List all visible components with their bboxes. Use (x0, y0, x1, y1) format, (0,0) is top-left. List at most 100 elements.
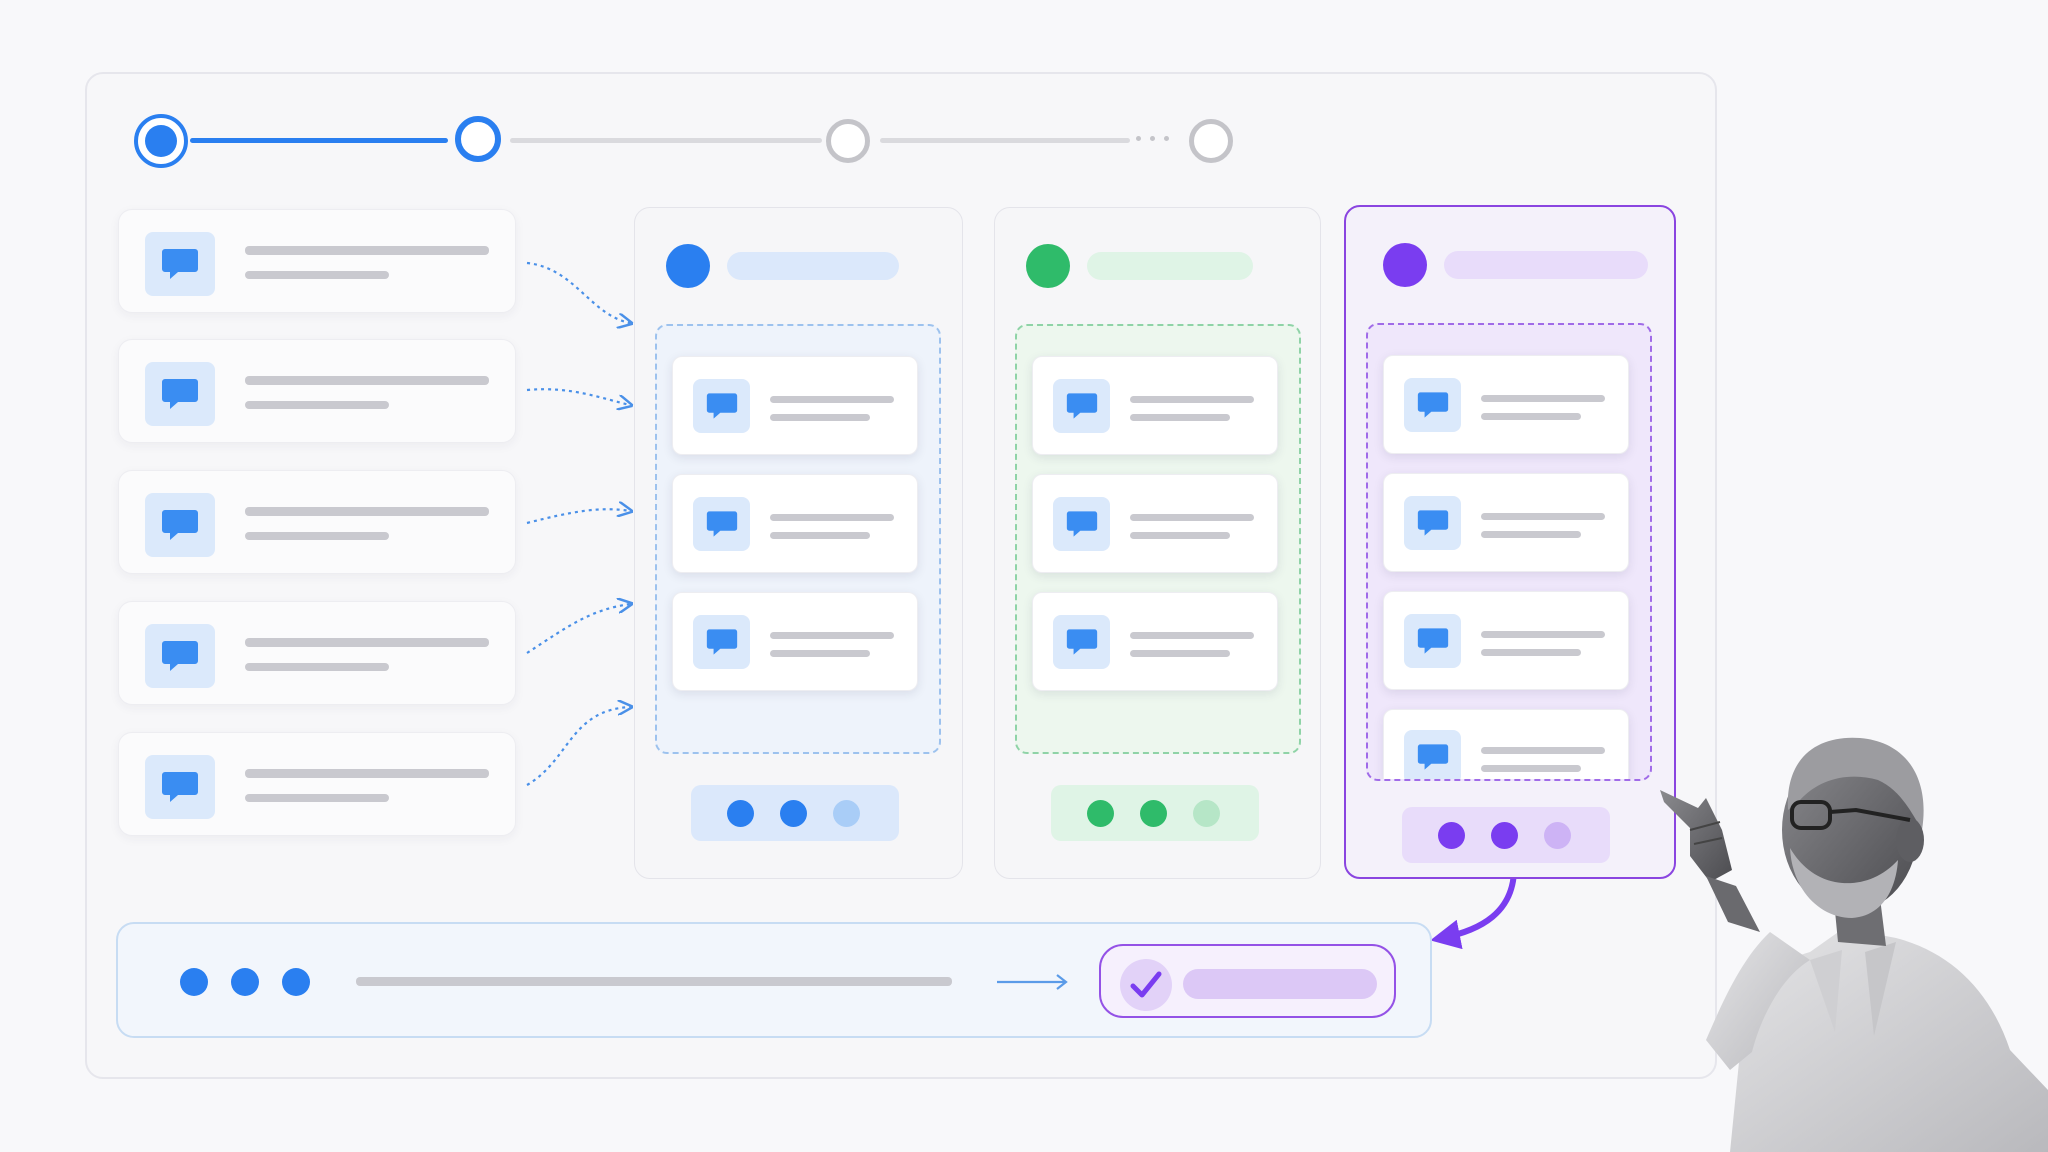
pagination-dot[interactable] (1438, 822, 1465, 849)
task-card[interactable] (1032, 356, 1278, 455)
source-card[interactable] (118, 339, 516, 443)
chat-bubble-icon (1053, 379, 1110, 433)
source-card[interactable] (118, 209, 516, 313)
placeholder-line (1481, 395, 1605, 402)
stage-title-placeholder (1087, 252, 1253, 280)
drop-zone[interactable] (1015, 324, 1301, 754)
placeholder-line (1130, 650, 1230, 657)
task-card[interactable] (1383, 355, 1629, 454)
chat-bubble-icon (693, 497, 750, 551)
placeholder-line (245, 376, 489, 385)
stage-column-blue[interactable] (634, 207, 963, 879)
source-card[interactable] (118, 470, 516, 574)
task-card[interactable] (1383, 591, 1629, 690)
placeholder-line (245, 638, 489, 647)
step-3[interactable] (826, 119, 870, 163)
chat-bubble-icon (1404, 496, 1461, 550)
drop-zone[interactable] (655, 324, 941, 754)
task-card[interactable] (1383, 709, 1629, 779)
checkmark-icon (1120, 959, 1172, 1011)
placeholder-line (245, 769, 489, 778)
placeholder-line (770, 632, 894, 639)
chat-bubble-icon (1053, 497, 1110, 551)
column-pagination[interactable] (1402, 807, 1610, 863)
placeholder-line (1481, 649, 1581, 656)
stage-title-placeholder (727, 252, 899, 280)
presenter-person-image (1660, 737, 2048, 1152)
task-card[interactable] (1032, 592, 1278, 691)
placeholder-line (1481, 513, 1605, 520)
pagination-dot[interactable] (1544, 822, 1571, 849)
flow-arrow (526, 388, 630, 405)
placeholder-line (245, 271, 389, 279)
chat-bubble-icon (145, 624, 215, 688)
stage-column-purple-selected[interactable] (1344, 205, 1676, 879)
chat-bubble-icon (1404, 730, 1461, 779)
step-4[interactable] (1189, 119, 1233, 163)
chat-bubble-icon (145, 755, 215, 819)
chat-bubble-icon (693, 615, 750, 669)
status-label-placeholder (1183, 969, 1377, 999)
placeholder-line (770, 414, 870, 421)
task-card[interactable] (672, 356, 918, 455)
step-2-current[interactable] (455, 116, 501, 162)
source-card[interactable] (118, 732, 516, 836)
summary-dot (282, 968, 310, 996)
stage-title-placeholder (1444, 251, 1648, 279)
pagination-dot[interactable] (1087, 800, 1114, 827)
stage-indicator-dot (1026, 244, 1070, 288)
placeholder-line (770, 532, 870, 539)
task-card[interactable] (1383, 473, 1629, 572)
chat-bubble-icon (145, 362, 215, 426)
stage-indicator-dot (666, 244, 710, 288)
placeholder-line (1130, 396, 1254, 403)
step-1-completed[interactable] (134, 114, 188, 168)
task-card[interactable] (1032, 474, 1278, 573)
drop-zone[interactable] (1366, 323, 1652, 781)
pagination-dot[interactable] (727, 800, 754, 827)
summary-dot (231, 968, 259, 996)
chat-bubble-icon (1053, 615, 1110, 669)
placeholder-line (1481, 413, 1581, 420)
flow-arrow (526, 604, 630, 654)
completed-status-pill[interactable] (1099, 944, 1396, 1018)
chat-bubble-icon (693, 379, 750, 433)
task-card[interactable] (672, 474, 918, 573)
placeholder-line (245, 532, 389, 540)
stage-column-green[interactable] (994, 207, 1321, 879)
chat-bubble-icon (1404, 378, 1461, 432)
pagination-dot[interactable] (1491, 822, 1518, 849)
column-pagination[interactable] (691, 785, 899, 841)
placeholder-line (245, 401, 389, 409)
chat-bubble-icon (1404, 614, 1461, 668)
placeholder-line (1130, 514, 1254, 521)
source-card[interactable] (118, 601, 516, 705)
chat-bubble-icon (145, 232, 215, 296)
placeholder-line (1481, 765, 1581, 772)
column-pagination[interactable] (1051, 785, 1259, 841)
pagination-dot[interactable] (1140, 800, 1167, 827)
summary-dot (180, 968, 208, 996)
summary-bar[interactable] (116, 922, 1432, 1038)
arrow-right-icon (997, 974, 1068, 990)
placeholder-line (245, 507, 489, 516)
placeholder-line (770, 650, 870, 657)
pagination-dot[interactable] (780, 800, 807, 827)
completion-arrow (1430, 869, 1517, 950)
chat-bubble-icon (145, 493, 215, 557)
flow-arrow (526, 261, 630, 323)
placeholder-line (245, 794, 389, 802)
placeholder-line (1481, 531, 1581, 538)
placeholder-line (1130, 632, 1254, 639)
placeholder-line (770, 514, 894, 521)
step-connector-3 (880, 138, 1130, 143)
placeholder-line (1481, 631, 1605, 638)
step-connector-2 (510, 138, 822, 143)
pagination-dot[interactable] (833, 800, 860, 827)
task-card[interactable] (672, 592, 918, 691)
flow-arrow (526, 509, 630, 525)
pagination-dot[interactable] (1193, 800, 1220, 827)
placeholder-line (1130, 414, 1230, 421)
step-connector-1 (190, 138, 448, 143)
